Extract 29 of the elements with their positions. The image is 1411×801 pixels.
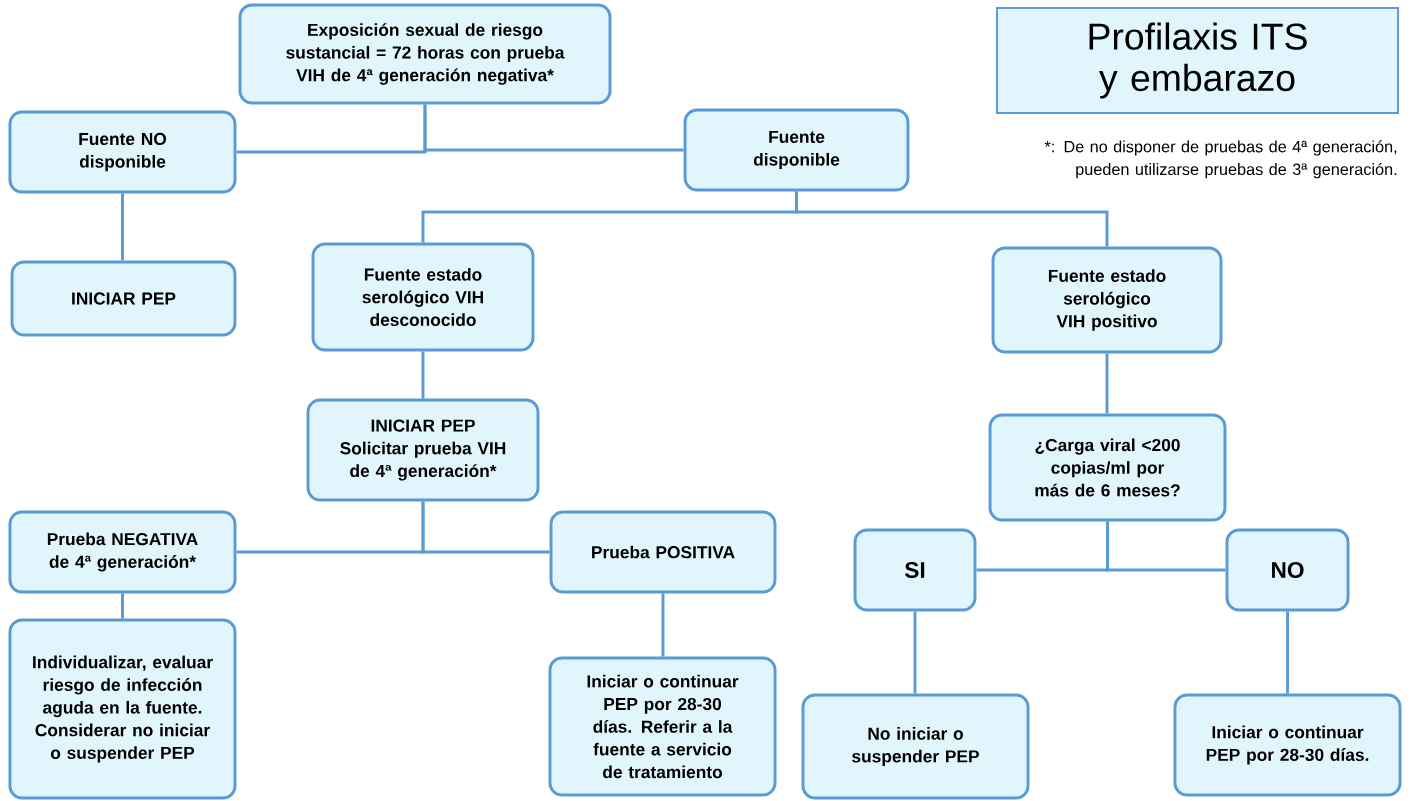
connector-line bbox=[1106, 521, 1226, 572]
connector-line bbox=[121, 193, 124, 261]
process-box: Fuente estado serológico VIH positivo bbox=[991, 246, 1223, 354]
connector-line bbox=[423, 104, 684, 152]
process-box: Fuente estado serológico VIH desconocido bbox=[311, 242, 535, 352]
connector-line bbox=[913, 611, 917, 694]
process-box: Prueba POSITIVA bbox=[549, 510, 777, 594]
process-box: SI bbox=[853, 528, 977, 612]
process-box: Exposición sexual de riesgo sustancial = 72 horas con prueba VIH de 4ª generación negativa* bbox=[238, 3, 612, 105]
process-box: No iniciar o suspender PEP bbox=[801, 693, 1030, 800]
connector-line bbox=[1286, 611, 1289, 694]
connector-line bbox=[795, 191, 1109, 247]
process-box: Iniciar o continuar PEP por 28-30 días. bbox=[1173, 693, 1402, 797]
footnote-text: *: De no disponer de pruebas de 4ª generación, pueden utilizarse pruebas de 3ª generación. bbox=[1044, 140, 1397, 179]
process-box: Prueba NEGATIVA de 4ª generación* bbox=[8, 510, 237, 594]
title-box: Profilaxis ITS y embarazo bbox=[996, 6, 1400, 115]
process-box: NO bbox=[1225, 528, 1350, 612]
connector-line bbox=[121, 593, 124, 619]
connector-line bbox=[1105, 353, 1109, 414]
process-box: Fuente disponible bbox=[683, 108, 910, 192]
process-box: Individualizar, evaluar riesgo de infección aguda en la fuente. Considerar no iniciar o suspender PEP bbox=[8, 618, 237, 800]
process-box: INICIAR PEP Solicitar prueba VIH de 4ª generación* bbox=[306, 398, 540, 502]
process-box: INICIAR PEP bbox=[10, 260, 237, 337]
connector-line bbox=[421, 351, 425, 399]
process-box: Iniciar o continuar PEP por 28-30 días. Referir a la fuente a servicio de tratamiento bbox=[548, 656, 777, 797]
connector-line bbox=[421, 501, 550, 554]
connector-line bbox=[661, 593, 665, 657]
process-box: ¿Carga viral <200 copias/ml por más de 6 meses? bbox=[988, 413, 1227, 522]
process-box: Fuente NO disponible bbox=[8, 110, 237, 194]
